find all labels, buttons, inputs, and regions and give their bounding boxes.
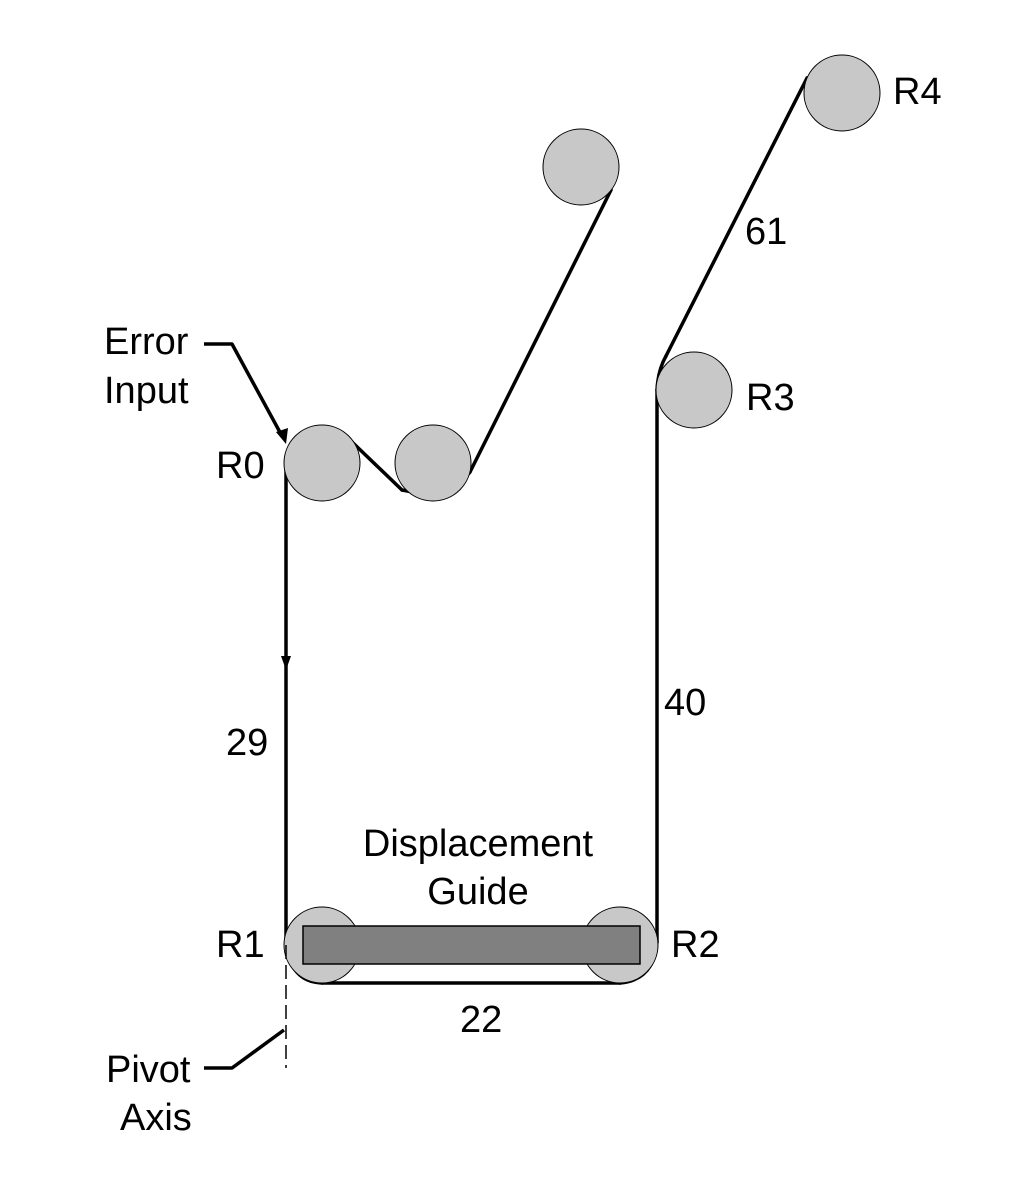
error-input-leader [204, 342, 284, 437]
label-r3: R3 [746, 377, 795, 419]
annotation-pivot-axis-line1: Pivot [106, 1049, 191, 1091]
web-segment-mid-idler-to-r0 [350, 440, 404, 492]
span-label-22: 22 [460, 999, 502, 1041]
displacement-guide-bar [302, 925, 641, 965]
roller-idler-top [542, 128, 620, 206]
web-direction-arrow [281, 656, 291, 670]
roller-r3 [655, 351, 733, 429]
annotation-pivot-axis-line2: Axis [120, 1097, 192, 1139]
annotation-error-input-line2: Input [104, 370, 189, 412]
span-label-61: 61 [745, 211, 787, 253]
label-r4: R4 [893, 71, 942, 113]
label-r0: R0 [216, 445, 265, 487]
annotation-displacement-guide-line2: Guide [427, 871, 528, 913]
roller-r4 [803, 54, 881, 132]
annotation-displacement-guide-line1: Displacement [363, 823, 594, 865]
span-label-40: 40 [664, 682, 706, 724]
roller-r0 [283, 424, 361, 502]
web-span-r3-r4 [664, 76, 809, 358]
web-segment-top-idler-to-mid-idler [468, 188, 613, 474]
pivot-axis-leader [204, 1028, 286, 1070]
label-r2: R2 [671, 924, 720, 966]
error-input-arrowhead [276, 428, 288, 444]
span-label-29: 29 [226, 722, 268, 764]
label-r1: R1 [216, 924, 265, 966]
annotation-error-input-line1: Error [104, 321, 189, 363]
roller-idler-mid [394, 424, 472, 502]
